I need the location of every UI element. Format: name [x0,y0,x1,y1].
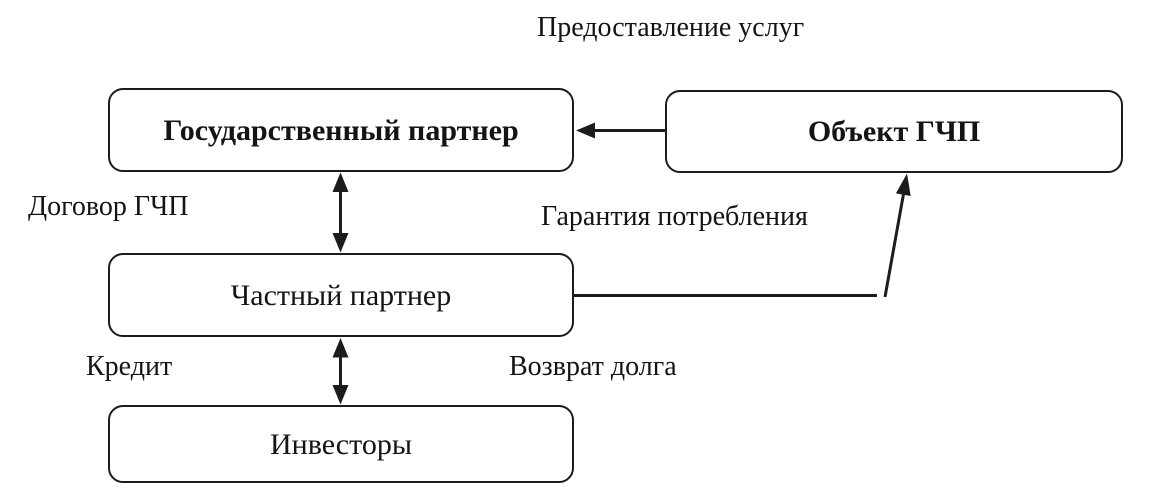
connector-private-to-object-diagonal [883,193,905,298]
arrow-object-to-state-head [576,122,595,139]
label-debt-return: Возврат долга [509,351,677,382]
node-private-partner-label: Частный партнер [230,278,452,312]
label-services-provision: Предоставление услуг [537,12,805,43]
arrow-object-to-state [576,122,665,139]
node-private-partner: Частный партнер [108,253,574,337]
arrow-private-investors-head-up [332,338,349,358]
node-state-partner-label: Государственный партнер [163,113,519,147]
arrow-private-investors-head-down [332,385,349,405]
label-credit: Кредит [86,351,173,382]
node-ppp-object-label: Объект ГЧП [807,115,981,148]
connector-private-to-object [574,173,911,298]
arrow-private-investors-double [332,338,349,405]
node-investors: Инвесторы [108,405,574,483]
connector-private-to-object-head [895,173,911,196]
node-investors-label: Инвесторы [270,427,412,461]
arrow-state-private-head-up [332,172,349,192]
arrow-state-private-head-down [332,233,349,253]
label-consumption-guarantee: Гарантия потребления [541,201,808,232]
node-state-partner: Государственный партнер [108,88,574,172]
node-ppp-object: Объект ГЧП [665,90,1123,173]
arrow-state-private-double [332,172,349,253]
label-ppp-agreement: Договор ГЧП [28,191,189,222]
